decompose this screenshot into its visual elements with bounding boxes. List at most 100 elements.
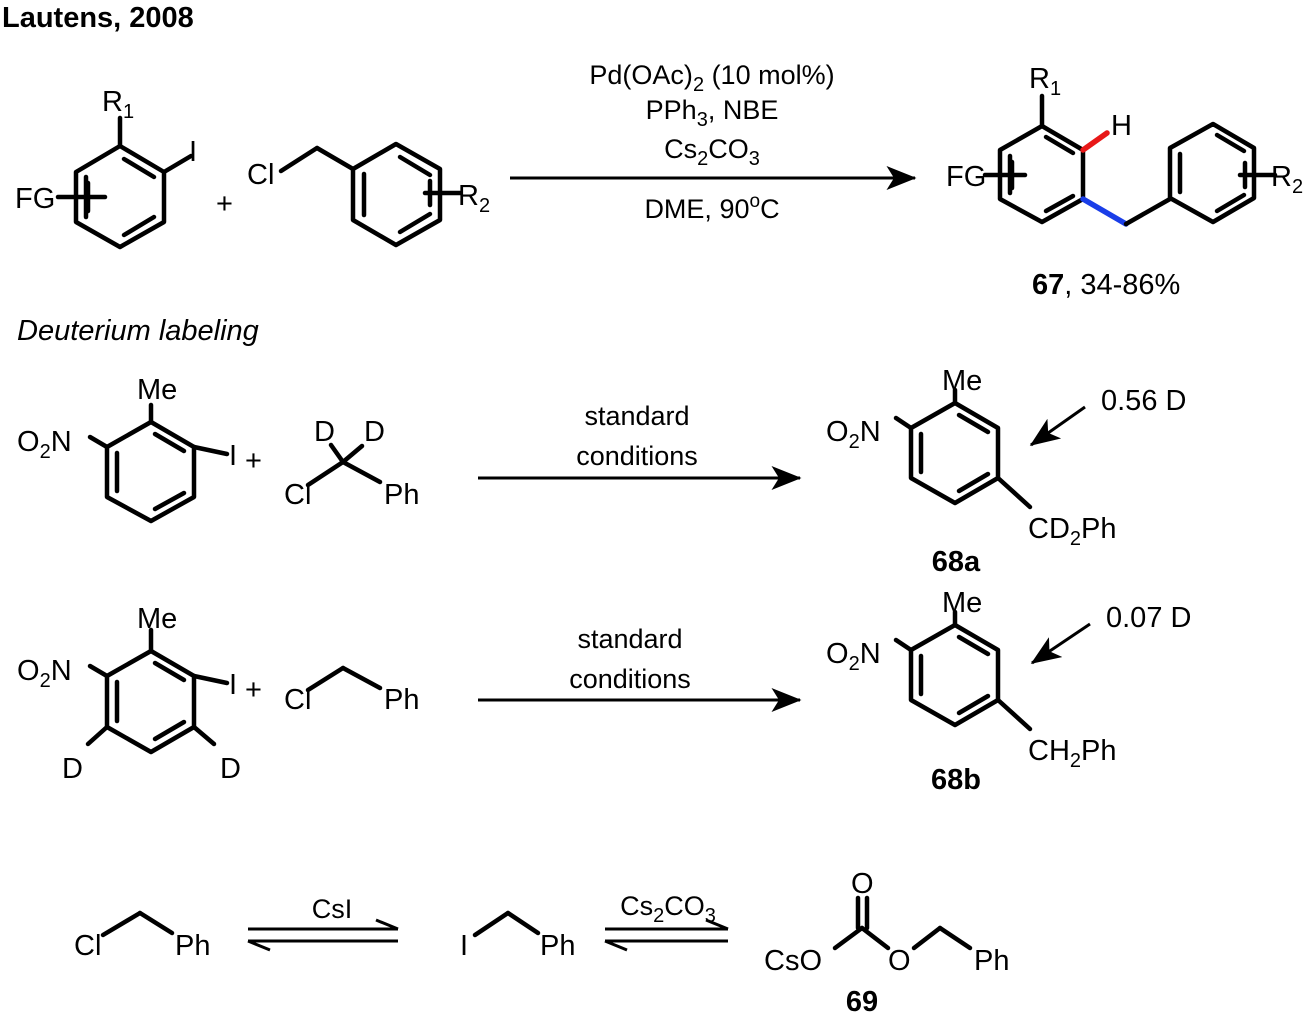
cond-degree: o [749,191,760,212]
sm3-iodo-label: I [229,669,237,701]
scheme-2-deuterium-benzyl: Me O2N I + D D Cl Ph standard conditions [17,365,1186,578]
svg-text:R2: R2 [1271,161,1303,198]
plus-sign: + [216,188,233,220]
s4-carbonyl-o: O [851,868,874,900]
p68a-nitro-sub: 2 [849,431,860,453]
sm3-d1-label: D [62,753,83,785]
deuterium-incorporation-68a: 0.56 D [1101,385,1186,417]
p68b-ph-label: Ph [1081,735,1116,767]
equilibrium-arrows-2 [604,918,729,952]
p68b-ch-label: CH [1028,735,1070,767]
p68b-nitro-n: N [860,638,881,670]
compound-67-label: 67 [1032,269,1064,301]
product-68b-structure: Me O2N CH2Ph 0.07 D [826,587,1191,772]
sm3-nitro-n: N [51,655,72,687]
product-67-structure: R1 H FG R2 [946,63,1303,227]
compound-67-yield: , 34-86% [1064,269,1180,301]
chloro-label: Cl [247,159,274,191]
scheme-1-general-reaction: R1 I FG + Cl R2 Pd(OAc)2 (10 mol%) PPh3,… [15,60,1303,301]
cond-pd-loading: (10 mol%) [704,60,835,90]
sm2-nitro-sub: 2 [40,441,51,463]
s4-cl-label: Cl [74,930,101,962]
s4-ether-o: O [888,945,911,977]
s4-cso-label: CsO [764,945,822,977]
svg-text:Pd(OAc)2 (10 mol%): Pd(OAc)2 (10 mol%) [589,60,834,96]
compound-68b-label: 68b [931,764,981,796]
product-68a-structure: Me O2N CD2Ph 0.56 D [826,365,1186,550]
svg-text:O2N: O2N [17,655,72,692]
p68a-ph-label: Ph [1081,513,1116,545]
cond-co-sub: 3 [749,148,760,170]
annotation-arrow-68b [1030,622,1091,665]
deuterium-incorporation-68b: 0.07 D [1106,602,1191,634]
product-fg-label: FG [946,161,986,193]
cond-solvent-temp: DME, 90 [644,194,749,224]
fg-label: FG [15,183,55,215]
product-r2-label: R [1271,161,1292,193]
dideuterio-benzyl-chloride: D D Cl Ph [284,416,419,511]
r1-subscript: 1 [123,101,134,123]
svg-text:CD2Ph: CD2Ph [1028,513,1117,550]
reaction-conditions-1: Pd(OAc)2 (10 mol%) PPh3, NBE Cs2CO3 DME,… [589,60,834,224]
benzyl-chloride-starting-material: Cl R2 [247,141,490,248]
scheme-3-deuterium-aryl: Me O2N I + D D Cl Ph standard conditions… [17,587,1191,796]
cond-cs: Cs [664,134,697,164]
svg-text:CH2Ph: CH2Ph [1028,735,1117,772]
aryl-iodide-starting-material: R1 I FG [15,86,197,250]
product-r1-subscript: 1 [1050,78,1061,100]
p68a-me-label: Me [942,365,982,397]
new-c-c-bond [1080,196,1129,227]
product-r2-subscript: 2 [1292,176,1303,198]
conditions-3-line1: standard [577,624,682,654]
s4-mid-ph-label: Ph [540,930,575,962]
cond-nbe: , NBE [708,95,779,125]
new-c-h-bond [1080,130,1110,153]
sm3-me-label: Me [137,603,177,635]
p68b-ch-sub: 2 [1070,750,1081,772]
sm3-nitro-o: O [17,655,40,687]
s4-product-ph: Ph [974,945,1009,977]
eq2-reagent-cs: Cs [620,891,653,921]
sm3-nitro-sub: 2 [40,670,51,692]
svg-text:Cs2CO3: Cs2CO3 [664,134,760,170]
p68a-nitro-n: N [860,416,881,448]
iodo-label: I [189,136,197,168]
svg-text:R1: R1 [1029,63,1061,100]
r2-subscript: 2 [479,195,490,217]
cond-pd-oac-sub: 2 [693,74,704,96]
svg-text:O2N: O2N [826,638,881,675]
cond-pd-oac: Pd(OAc) [589,60,693,90]
deuterium-labeling-heading: Deuterium labeling [17,315,259,347]
sm2-iodo-label: I [229,440,237,472]
svg-text:O2N: O2N [17,426,72,463]
conditions-3-line2: conditions [569,664,691,694]
product-h-label: H [1111,110,1132,142]
cond-pph-sub: 3 [697,109,708,131]
sm3-d2-label: D [220,753,241,785]
d2-label: D [364,416,385,448]
sm2-nitro-o: O [17,426,40,458]
cond-cs-sub: 2 [697,148,708,170]
sm2-plus-sign: + [245,445,262,477]
d1-label: D [314,416,335,448]
benzyl-iodide: I Ph [460,910,575,962]
conditions-2-line2: conditions [576,441,698,471]
benzyl-chloride-4: Cl Ph [74,910,210,962]
header-title: Lautens, 2008 [2,2,194,34]
svg-text:Cs2CO3: Cs2CO3 [620,891,716,927]
nitro-aryl-iodide-2: Me O2N I + [17,374,262,524]
p68b-nitro-o: O [826,638,849,670]
eq2-reagent-co: CO [664,891,705,921]
scheme-4-equilibria: Cl Ph CsI I Ph Cs2CO3 O CsO O [74,868,1009,1018]
sm3-ph-label: Ph [384,684,419,716]
sm2-me-label: Me [137,374,177,406]
compound-69-label: 69 [846,986,878,1018]
benzyl-cesium-carbonate-69: O CsO O Ph [764,868,1009,977]
r2-label: R [458,180,479,212]
cond-celsius: C [760,194,780,224]
cond-pph: PPh [646,95,697,125]
annotation-arrow-68a [1029,405,1086,447]
eq1-reagent-csi: CsI [312,894,353,924]
cond-co: CO [708,134,749,164]
